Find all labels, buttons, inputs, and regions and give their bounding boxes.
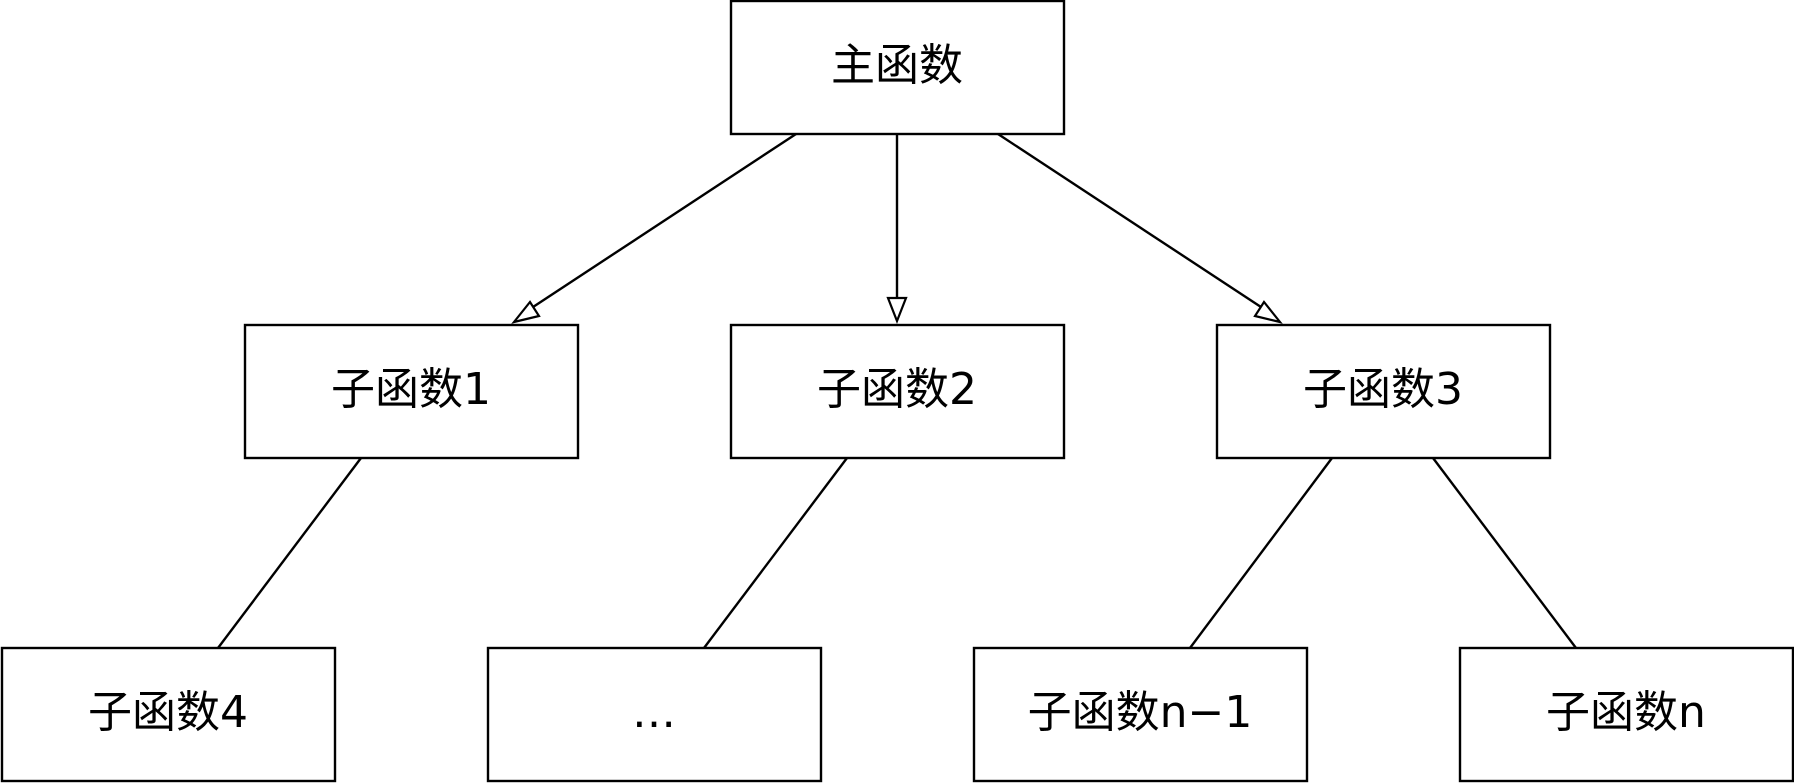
node-sub2-label: 子函数2 (817, 364, 977, 415)
node-sub3-label: 子函数3 (1303, 364, 1463, 415)
node-sub-n-minus-1-label: 子函数n−1 (1028, 687, 1253, 738)
edges-children-to-leaves (217, 457, 1577, 649)
node-sub-n: 子函数n (1458, 646, 1794, 783)
node-sub1: 子函数1 (243, 323, 580, 460)
node-sub4: 子函数4 (0, 646, 337, 783)
node-sub1-label: 子函数1 (331, 364, 491, 415)
arrowhead-sub1 (511, 300, 541, 324)
arrowhead-sub2 (886, 296, 908, 325)
edge-main-to-sub1 (529, 132, 797, 311)
node-ellipsis: … (486, 646, 823, 783)
edge-sub2-to-ellipsis (703, 457, 848, 649)
edges-main-to-children (511, 132, 1283, 325)
node-sub-n-minus-1-box (972, 646, 1309, 783)
node-sub4-label: 子函数4 (88, 687, 248, 738)
edge-sub1-to-sub4 (217, 457, 362, 649)
node-sub3: 子函数3 (1215, 323, 1552, 460)
node-main-label: 主函数 (831, 40, 963, 91)
edge-main-to-sub3 (997, 132, 1265, 311)
node-sub-n-minus-1: 子函数n−1 (972, 646, 1309, 783)
edge-sub3-to-sub-n (1432, 457, 1577, 649)
node-ellipsis-label: … (632, 687, 676, 738)
node-main: 主函数 (729, 0, 1066, 136)
node-sub4-box (0, 646, 337, 783)
node-sub-n-label: 子函数n (1546, 687, 1706, 738)
arrowhead-sub3 (1253, 300, 1283, 324)
node-sub2: 子函数2 (729, 323, 1066, 460)
node-ellipsis-box (486, 646, 823, 783)
node-sub2-box (729, 323, 1066, 460)
node-sub1-box (243, 323, 580, 460)
node-main-box (729, 0, 1066, 136)
node-sub-n-box (1458, 646, 1794, 783)
node-sub3-box (1215, 323, 1552, 460)
edge-sub3-to-sub-n-minus-1 (1189, 457, 1333, 649)
